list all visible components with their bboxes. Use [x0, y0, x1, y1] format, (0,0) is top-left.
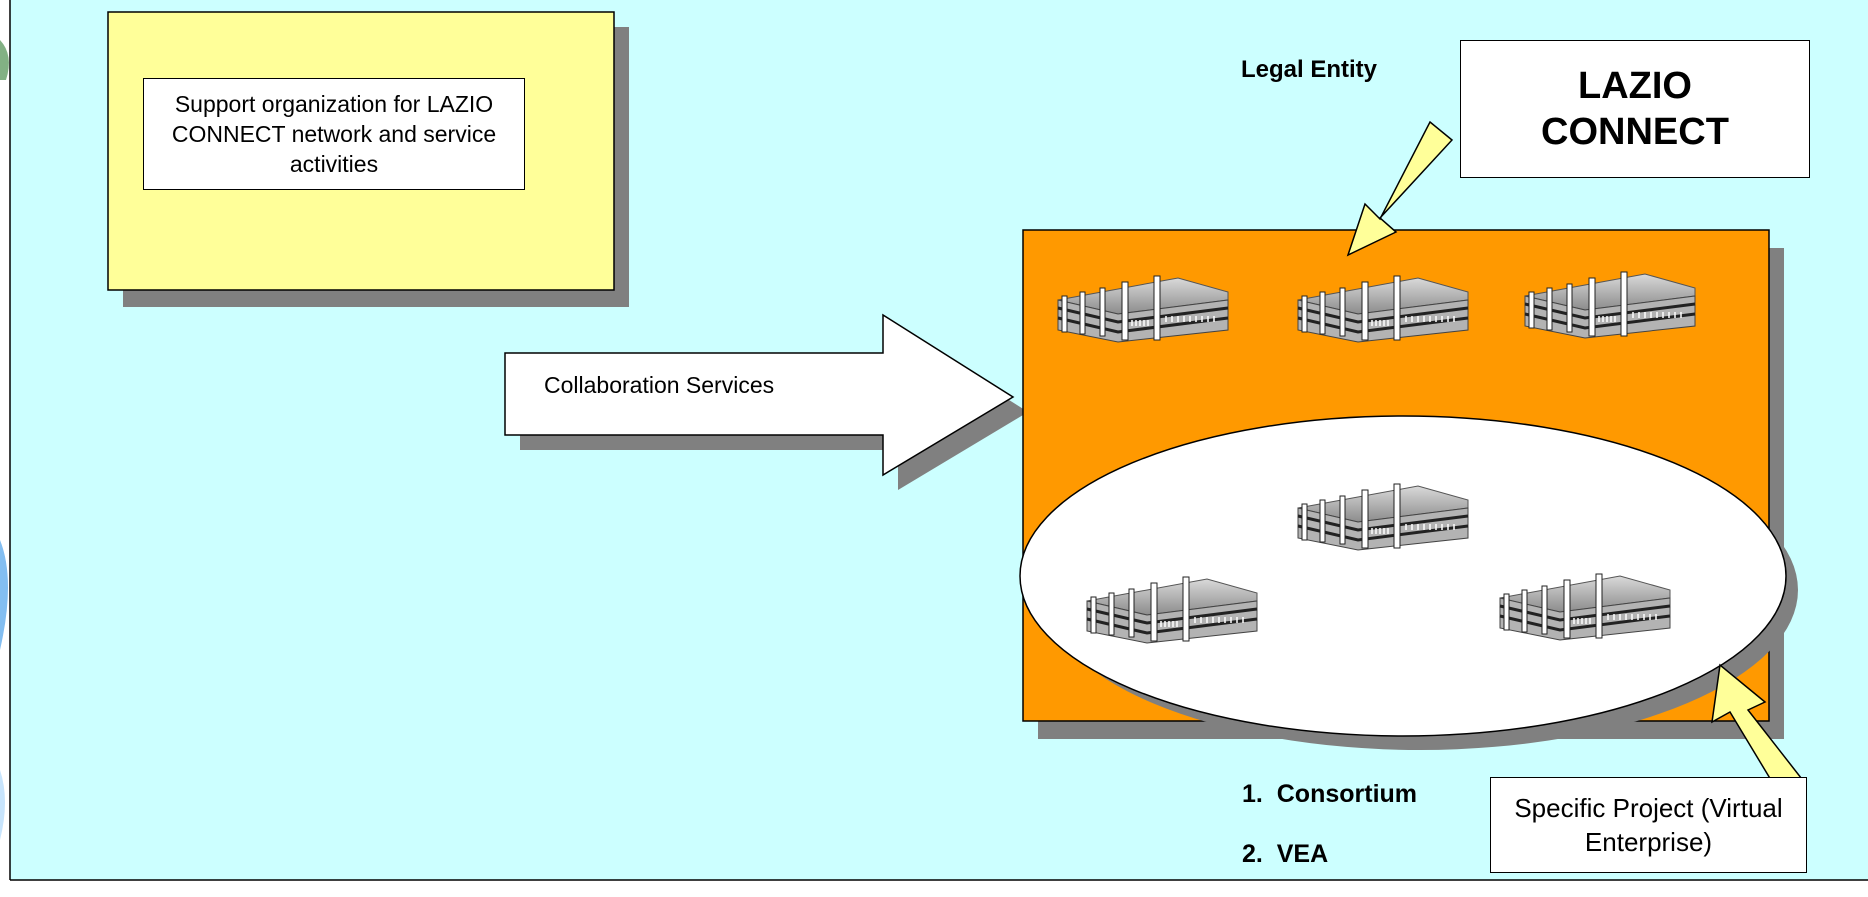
collaboration-arrow: [504, 313, 1015, 477]
edge-decoration: [0, 770, 5, 840]
edge-decoration: [0, 40, 9, 80]
specific-project-text: Specific Project (Virtual Enterprise): [1514, 793, 1783, 857]
legal-entity-label: Legal Entity: [1241, 56, 1378, 83]
support-organization-text: Support organization for LAZIO CONNECT n…: [171, 91, 497, 177]
forms-list-item-consortium: 1. Consortium: [1242, 780, 1418, 808]
forms-list-item-vea: 2. VEA: [1242, 840, 1329, 868]
lazio-connect-title: LAZIO CONNECT: [1541, 65, 1729, 153]
legal-entity-pointer-arrow: [1346, 120, 1454, 257]
project-ellipse: [1019, 415, 1787, 737]
lazio-connect-box: LAZIO CONNECT: [1460, 40, 1810, 178]
edge-decoration: [0, 540, 8, 650]
collaboration-services-label: Collaboration Services: [544, 372, 775, 398]
specific-project-box: Specific Project (Virtual Enterprise): [1490, 777, 1807, 873]
support-organization-text-box: Support organization for LAZIO CONNECT n…: [143, 78, 525, 190]
